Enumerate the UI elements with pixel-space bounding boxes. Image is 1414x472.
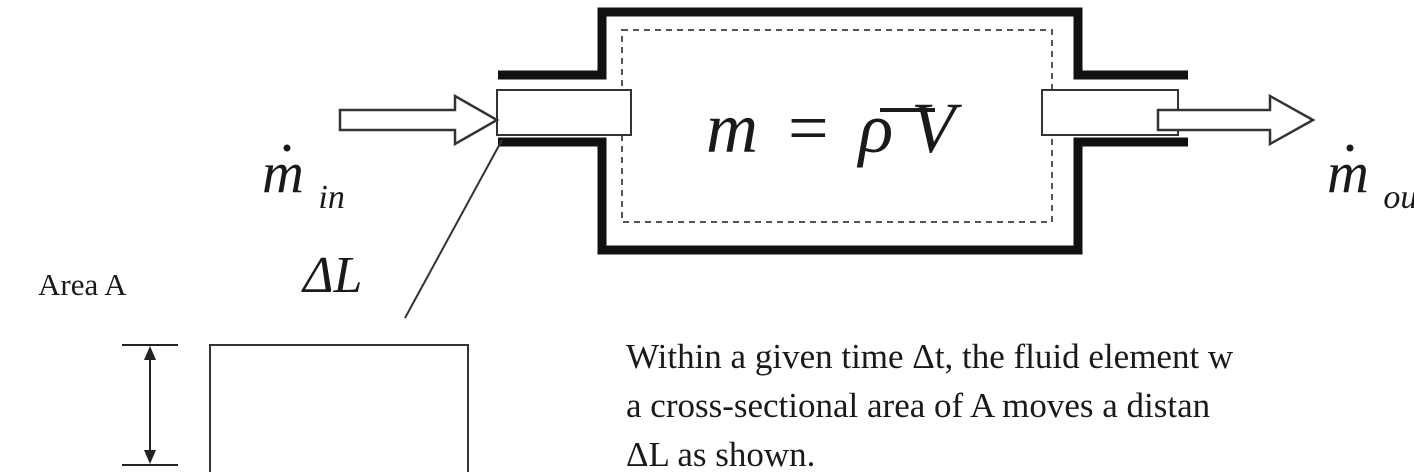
equation-volume-symbol: V <box>911 88 962 168</box>
mass-flow-out-dot <box>1346 144 1354 152</box>
mass-flow-in-label: m in <box>262 140 345 216</box>
inlet-arrow <box>338 93 500 147</box>
mass-flow-in-symbol: m <box>262 140 304 205</box>
mass-equation: m = ρ V <box>706 88 962 168</box>
tank-lower-wall <box>498 137 1188 255</box>
control-volume-boundary <box>621 29 1053 223</box>
detail-fluid-element-box <box>209 344 469 472</box>
mass-flow-in-dot <box>283 144 291 152</box>
area-label: Area A <box>38 267 127 302</box>
inlet-fluid-element <box>496 89 632 136</box>
description-line-3: ΔL as shown. <box>626 435 815 472</box>
outlet-arrow <box>1156 93 1316 147</box>
tank <box>498 7 1188 255</box>
equation-density-symbol: ρ <box>857 88 894 168</box>
mass-flow-out-label: m out <box>1327 140 1414 216</box>
description-line-2: a cross-sectional area of A moves a dist… <box>626 386 1210 425</box>
description-line-1: Within a given time Δt, the fluid elemen… <box>626 337 1234 376</box>
detail-leader-line <box>404 139 503 319</box>
outlet-fluid-element <box>1041 89 1179 136</box>
area-dimension-marker <box>122 344 178 466</box>
mass-flow-out-subscript: out <box>1383 179 1414 216</box>
equation-equals: = <box>788 88 829 168</box>
delta-l-label: ΔL <box>301 247 362 304</box>
tank-upper-wall <box>498 7 1188 80</box>
equation-mass-symbol: m <box>706 88 758 168</box>
mass-flow-in-subscript: in <box>318 179 344 216</box>
